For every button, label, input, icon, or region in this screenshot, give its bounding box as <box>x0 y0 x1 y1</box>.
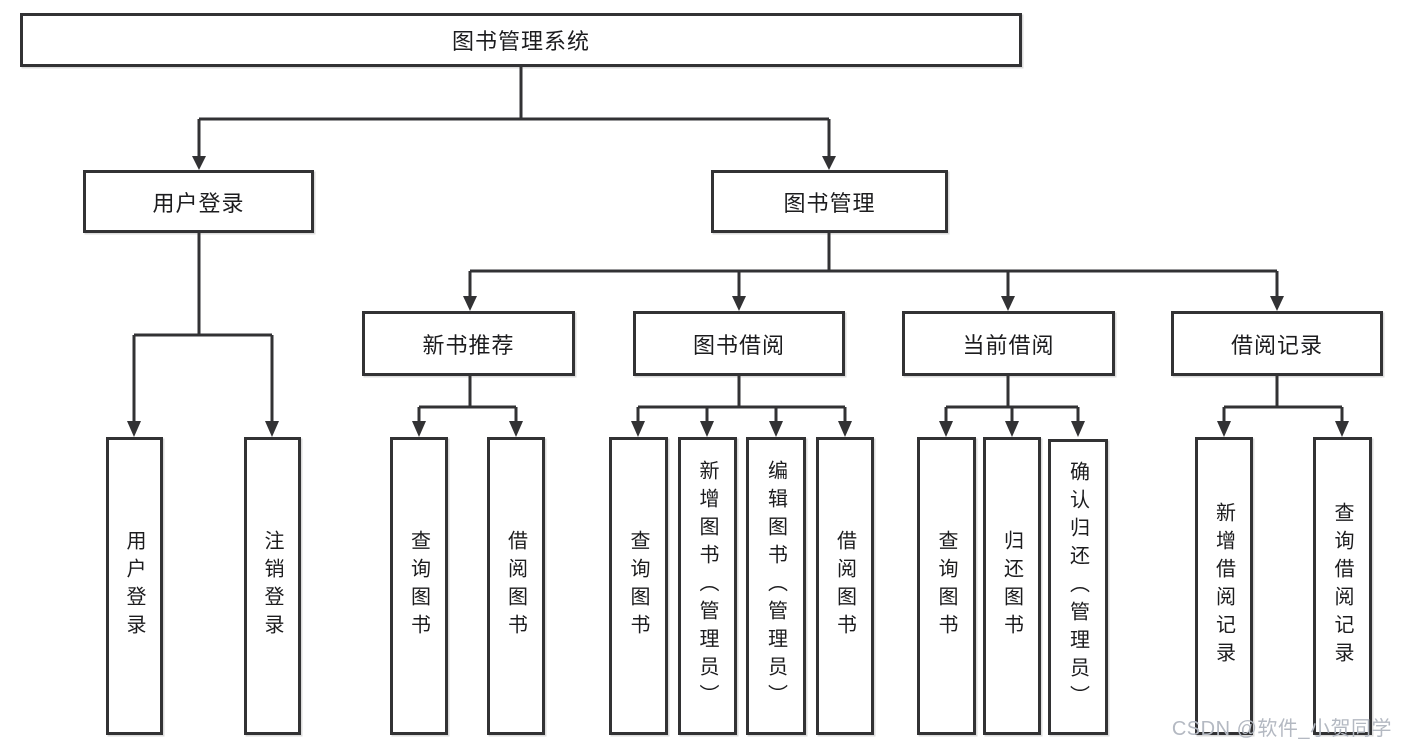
leaf-current-query-books-label: 查询图书 <box>935 530 957 642</box>
leaf-user-login-label: 用户登录 <box>123 530 145 642</box>
leaf-borrow-query-books-label: 查询图书 <box>627 530 649 642</box>
connector-new-book-to-leaves <box>412 376 523 437</box>
node-borrow-records: 借阅记录 <box>1171 311 1383 376</box>
leaf-current-confirm-return-admin: 确认归还（管理员） <box>1048 439 1108 735</box>
leaf-newbook-borrow-books-label: 借阅图书 <box>504 530 527 642</box>
leaf-records-add-record: 新增借阅记录 <box>1195 437 1253 735</box>
leaf-newbook-query-books: 查询图书 <box>390 437 448 735</box>
connector-current-borrow-to-leaves <box>939 376 1085 437</box>
leaf-newbook-borrow-books: 借阅图书 <box>487 437 545 735</box>
node-current-borrow: 当前借阅 <box>902 311 1115 376</box>
leaf-newbook-query-books-label: 查询图书 <box>407 530 430 642</box>
connector-borrow-records-to-leaves <box>1217 376 1349 437</box>
leaf-current-query-books: 查询图书 <box>917 437 976 735</box>
connector-book-borrow-to-leaves <box>631 376 852 437</box>
leaf-current-confirm-return-admin-label: 确认归还（管理员） <box>1066 461 1089 713</box>
leaf-records-add-record-label: 新增借阅记录 <box>1212 502 1235 670</box>
node-library-management-system: 图书管理系统 <box>20 13 1022 67</box>
connector-user-login-to-leaves <box>127 233 279 437</box>
leaf-borrow-add-books-admin-label: 新增图书（管理员） <box>696 460 718 712</box>
leaf-logout: 注销登录 <box>244 437 301 735</box>
leaf-records-query-record: 查询借阅记录 <box>1313 437 1372 735</box>
leaf-borrow-borrow-books: 借阅图书 <box>816 437 874 735</box>
connector-root-to-level1 <box>192 67 836 170</box>
leaf-logout-label: 注销登录 <box>261 530 283 642</box>
csdn-watermark: CSDN @软件_小贺同学 <box>1171 718 1392 740</box>
leaf-borrow-query-books: 查询图书 <box>609 437 668 735</box>
leaf-borrow-edit-books-admin-label: 编辑图书（管理员） <box>764 460 787 712</box>
leaf-user-login: 用户登录 <box>106 437 163 735</box>
leaf-current-return-books-label: 归还图书 <box>1000 530 1023 642</box>
leaf-records-query-record-label: 查询借阅记录 <box>1331 502 1353 670</box>
leaf-borrow-edit-books-admin: 编辑图书（管理员） <box>746 437 806 735</box>
node-book-management: 图书管理 <box>711 170 948 233</box>
leaf-borrow-add-books-admin: 新增图书（管理员） <box>678 437 737 735</box>
connector-book-management-to-level2 <box>463 233 1284 311</box>
leaf-borrow-borrow-books-label: 借阅图书 <box>833 530 856 642</box>
node-book-borrow: 图书借阅 <box>633 311 845 376</box>
leaf-current-return-books: 归还图书 <box>983 437 1041 735</box>
node-new-book-recommend: 新书推荐 <box>362 311 575 376</box>
node-user-login: 用户登录 <box>83 170 314 233</box>
